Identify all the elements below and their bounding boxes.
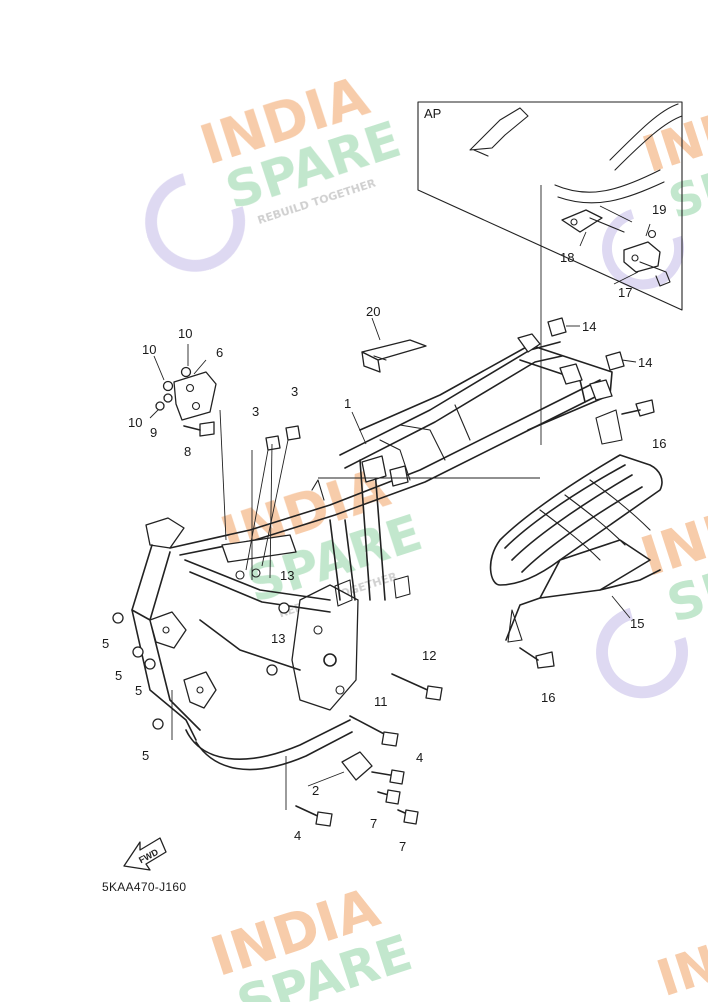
callout-14b: 14 — [638, 355, 652, 370]
watermark-layer: INDIA SPARE REBUILD TOGETHER INDIA SPARE… — [145, 64, 708, 1002]
callout-10a: 10 — [178, 326, 192, 341]
callout-5b: 5 — [115, 668, 122, 683]
callout-3a: 3 — [252, 404, 259, 419]
fasteners — [112, 317, 655, 827]
callout-4a: 4 — [416, 750, 423, 765]
washer-part — [163, 393, 173, 403]
callout-10c: 10 — [128, 415, 142, 430]
callout-15: 15 — [630, 616, 644, 631]
collar-part — [152, 718, 164, 730]
stand-bracket-part — [561, 209, 603, 233]
long-bolt-part — [391, 673, 433, 693]
callout-9: 9 — [150, 425, 157, 440]
collar-part — [144, 658, 156, 670]
bolt-part — [535, 651, 555, 669]
callout-14a: 14 — [582, 319, 596, 334]
callout-16a: 16 — [652, 436, 666, 451]
watermark-line1: INDIA — [650, 904, 708, 1002]
callout-19: 19 — [652, 202, 666, 217]
callout-7a: 7 — [370, 816, 377, 831]
callout-13b: 13 — [271, 631, 285, 646]
lock-assembly-part — [623, 241, 661, 273]
collar-part — [266, 664, 278, 676]
callout-11: 11 — [374, 694, 388, 709]
inset-frame-sketch — [469, 103, 683, 204]
callout-10b: 10 — [142, 342, 156, 357]
label-plate-part — [361, 339, 427, 373]
callout-5a: 5 — [102, 636, 109, 651]
bolt-part — [285, 425, 301, 441]
callout-4b: 4 — [294, 828, 301, 843]
callout-1: 1 — [344, 396, 351, 411]
callout-labels: 1 2 3 3 4 4 5 5 5 5 6 7 7 8 9 10 10 10 1… — [102, 202, 666, 854]
nut-part — [162, 380, 174, 392]
bolt-part — [265, 435, 281, 451]
callout-6: 6 — [216, 345, 223, 360]
collar-part — [112, 612, 124, 624]
callout-3b: 3 — [291, 384, 298, 399]
inset-label: AP — [424, 106, 441, 121]
callout-7b: 7 — [399, 839, 406, 854]
inset-ap: AP — [417, 101, 683, 445]
callout-5d: 5 — [142, 748, 149, 763]
callout-5c: 5 — [135, 683, 142, 698]
callout-20: 20 — [366, 304, 380, 319]
rear-carrier-part — [489, 409, 663, 643]
collar-part — [132, 646, 144, 658]
watermark-logo: INDIA SPARE — [203, 876, 418, 1002]
callout-16b: 16 — [541, 690, 555, 705]
bolt-part — [635, 399, 655, 417]
diagram-code: 5KAA470-J160 — [102, 880, 186, 894]
engine-bracket-part — [341, 751, 373, 781]
bolt-part — [349, 715, 389, 737]
callout-18: 18 — [560, 250, 574, 265]
callout-2: 2 — [312, 783, 319, 798]
collar-part — [278, 602, 290, 614]
engine-hanger-part — [173, 371, 217, 421]
washer-part — [155, 401, 165, 411]
callout-8: 8 — [184, 444, 191, 459]
watermark-logo: INDIA SPARE REBUILD TOGETHER — [145, 64, 408, 272]
nut-part — [180, 366, 192, 378]
callout-13a: 13 — [280, 568, 294, 583]
leader-lines — [149, 205, 651, 810]
damper-rubber-part — [605, 351, 625, 371]
damper-rubber-part — [547, 317, 567, 337]
callout-17: 17 — [618, 285, 632, 300]
forward-direction-arrow: FWD — [123, 837, 167, 871]
bolt-part — [199, 421, 215, 437]
callout-12: 12 — [422, 648, 436, 663]
watermark-logo: INDIA — [650, 904, 708, 1002]
